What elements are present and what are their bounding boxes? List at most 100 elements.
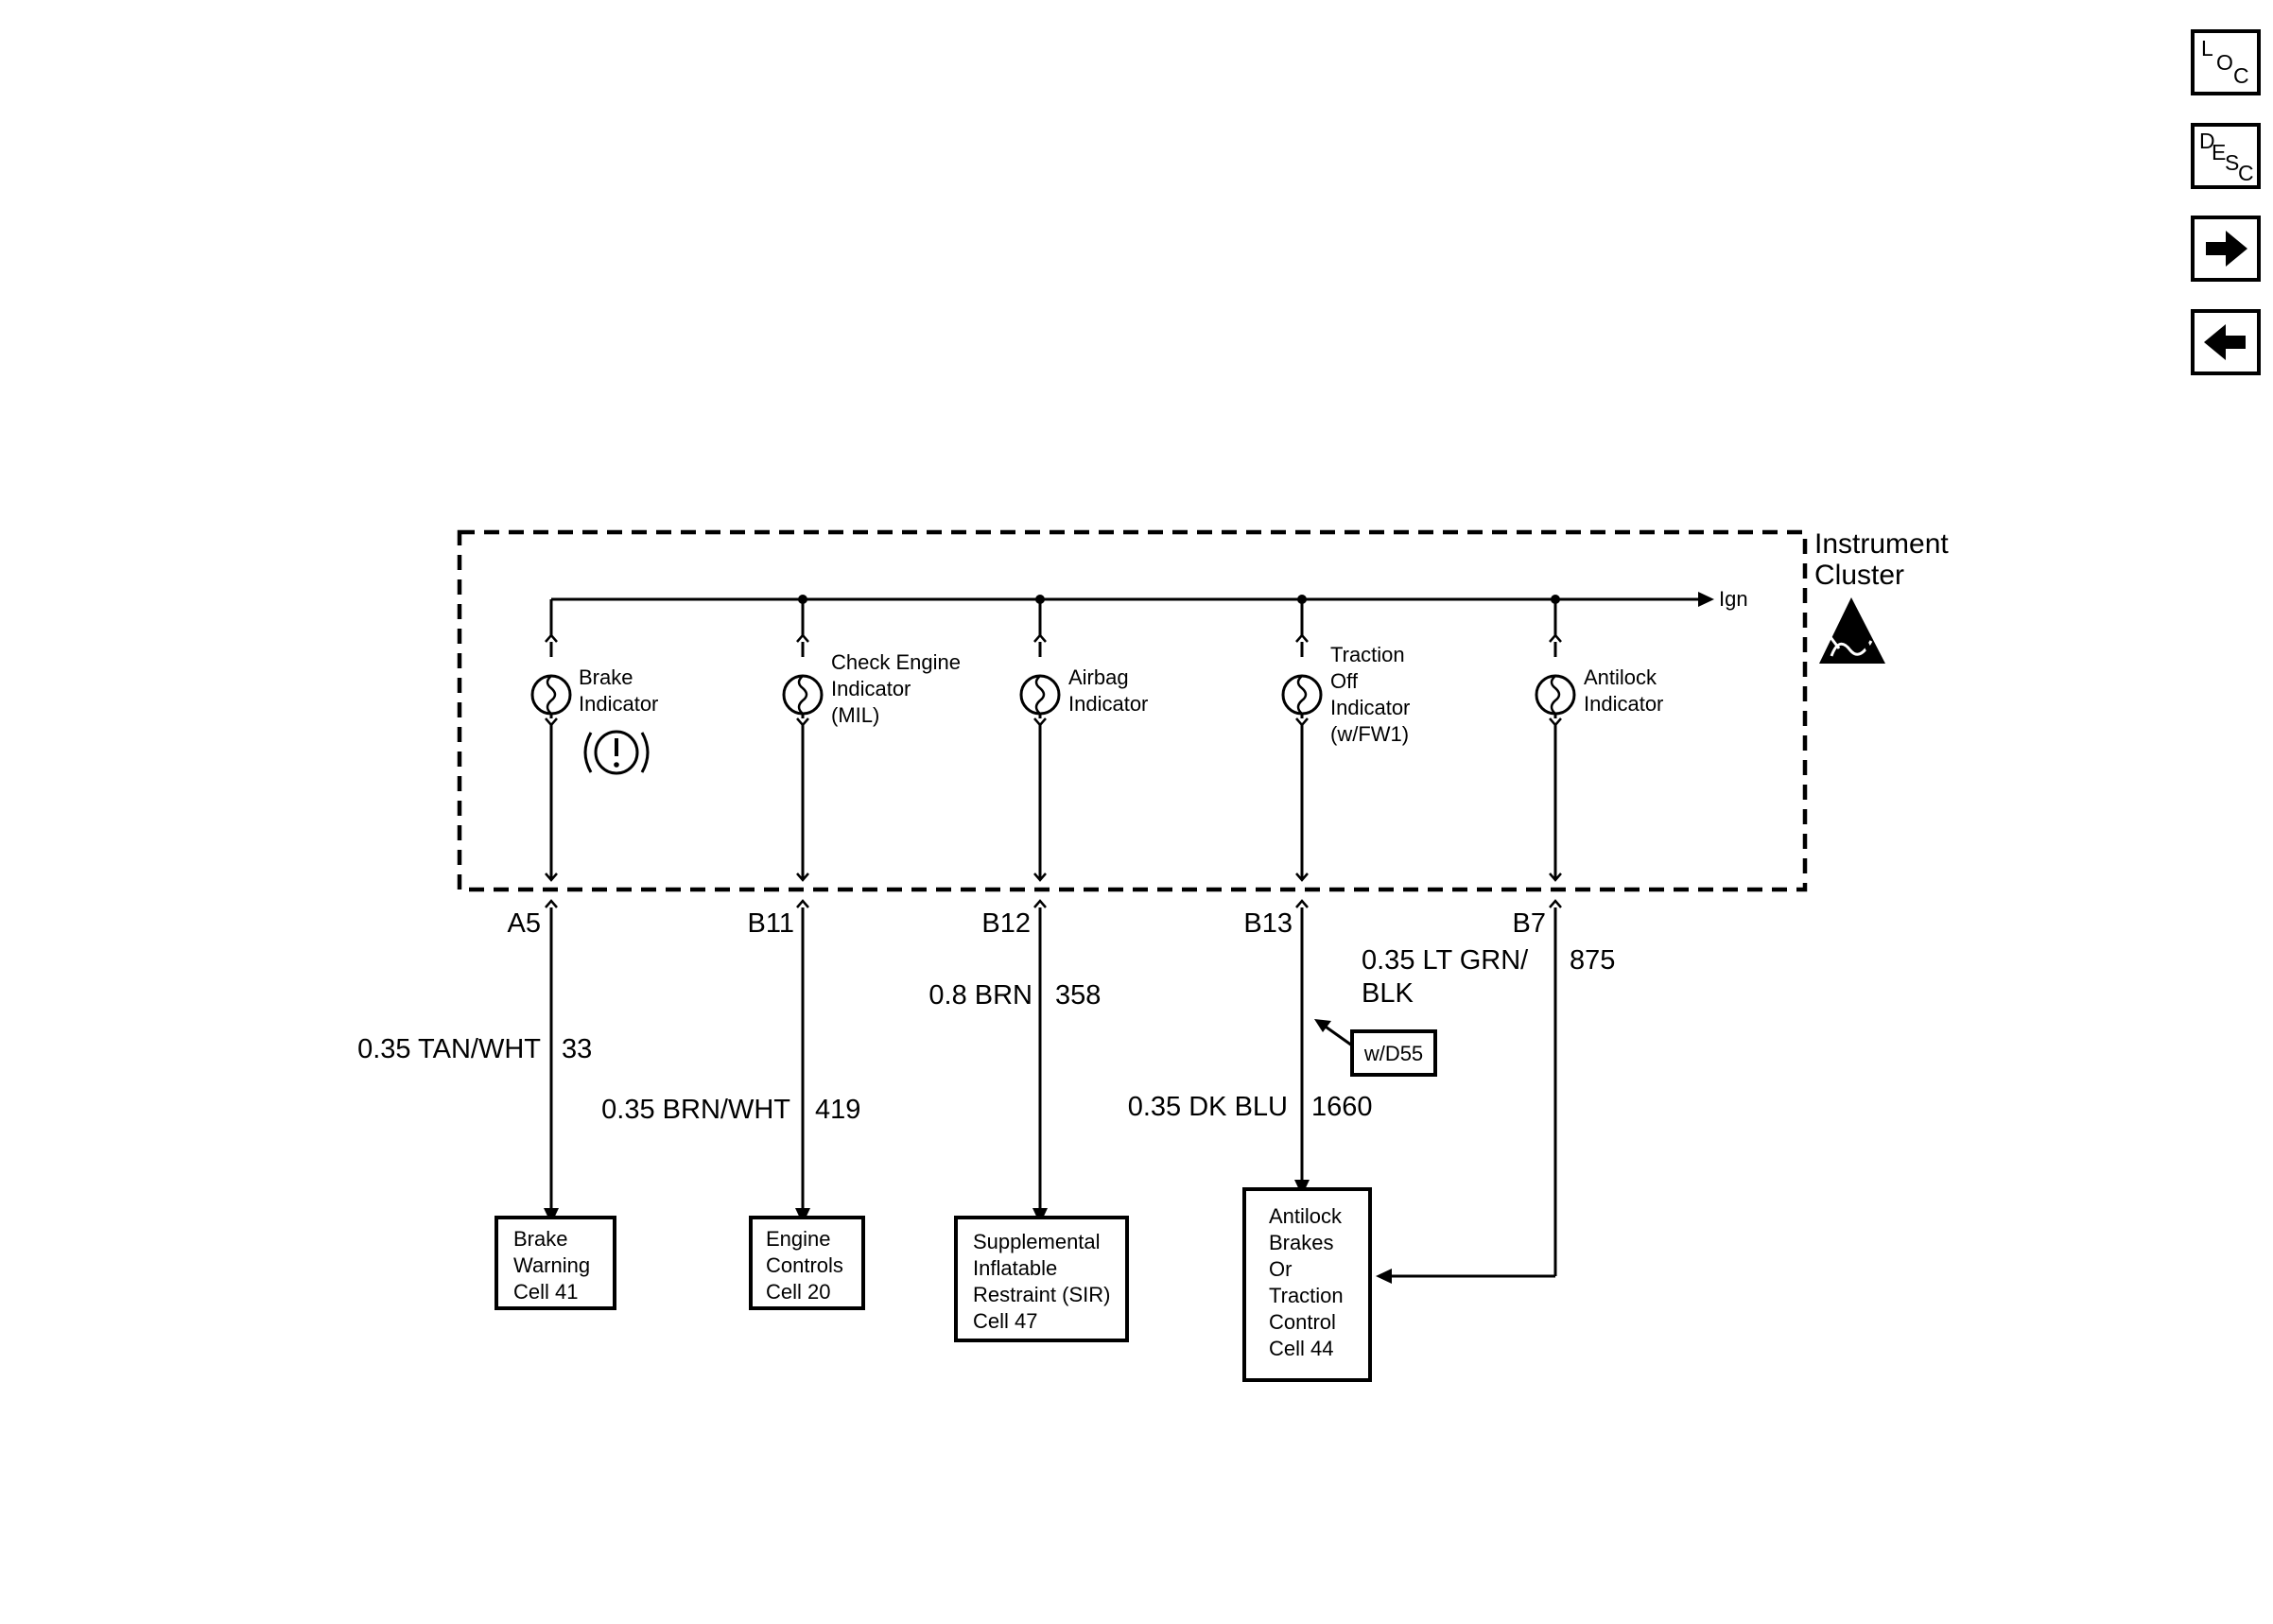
right-arrow-icon: [2206, 231, 2247, 267]
destination-text: Brakes: [1269, 1231, 1333, 1254]
destination-text: Cell 47: [973, 1309, 1037, 1333]
connector-chevron: [1295, 899, 1309, 908]
brake-warning-symbol: [583, 730, 650, 775]
destination-text: Control: [1269, 1310, 1336, 1334]
instrument-cluster-boundary: [457, 529, 1808, 892]
destination-text: Or: [1269, 1257, 1292, 1281]
desc-button[interactable]: D E S C: [2191, 123, 2261, 189]
connector-chevron: [796, 717, 809, 727]
option-tag-label: w/D55: [1363, 1042, 1423, 1065]
loc-letter-o: O: [2216, 50, 2233, 75]
destination-text: Antilock: [1269, 1204, 1343, 1228]
wire-358-size-color: 0.8 BRN: [928, 980, 1032, 1011]
indicator-bulb-icon: [782, 674, 824, 716]
wire-419-circuit: 419: [815, 1095, 860, 1125]
wire-1660-size-color: 0.35 DK BLU: [1128, 1092, 1288, 1122]
cluster-title-line1: Instrument: [1814, 528, 1949, 560]
wire-33-circuit: 33: [562, 1034, 592, 1064]
connector-chevron: [1549, 633, 1562, 643]
loc-letter-l: L: [2201, 36, 2213, 60]
indicator-label: Check Engine: [831, 650, 961, 674]
destination-text: Restraint (SIR): [973, 1283, 1110, 1306]
connector-chevron: [796, 872, 809, 882]
connector-chevron: [1549, 872, 1562, 882]
indicator-label: Airbag: [1068, 665, 1129, 689]
connector-chevron: [1295, 633, 1309, 643]
pin-b12: B12: [981, 908, 1031, 939]
wire-875-size-color-line2: BLK: [1362, 978, 1414, 1009]
connector-chevron: [1295, 717, 1309, 727]
connector-chevron: [796, 633, 809, 643]
destination-engine-controls: Engine Controls Cell 20: [749, 1216, 865, 1310]
connector-chevron: [1033, 899, 1047, 908]
destination-text: Controls: [766, 1253, 843, 1277]
indicator-label: (MIL): [831, 703, 879, 727]
back-page-button[interactable]: [2191, 309, 2261, 375]
indicator-label: Indicator: [579, 692, 658, 716]
connector-chevron: [545, 899, 558, 908]
connector-chevron: [1295, 872, 1309, 882]
wire-419-size-color: 0.35 BRN/WHT: [601, 1095, 790, 1125]
connector-chevron: [1549, 899, 1562, 908]
indicator-label: Brake: [579, 665, 633, 689]
pin-a5: A5: [508, 908, 541, 939]
connector-chevron: [1033, 633, 1047, 643]
ign-label: Ign: [1719, 587, 1748, 611]
destination-sir: Supplemental Inflatable Restraint (SIR) …: [954, 1216, 1129, 1342]
desc-letter-c: C: [2238, 161, 2254, 185]
destination-text: Warning: [513, 1253, 590, 1277]
indicator-bulb-icon: [1281, 674, 1323, 716]
indicator-label: Traction: [1330, 643, 1405, 666]
connector-chevron: [545, 717, 558, 727]
left-arrow-icon: [2204, 324, 2246, 360]
indicator-label: Antilock: [1584, 665, 1657, 689]
desc-letter-e: E: [2212, 140, 2227, 164]
indicator-bulb-icon: [1535, 674, 1576, 716]
indicator-label: Indicator: [1068, 692, 1148, 716]
destination-text: Inflatable: [973, 1256, 1057, 1280]
wire-875-arrow: [1376, 1269, 1392, 1284]
next-page-button[interactable]: [2191, 216, 2261, 282]
indicator-label: Off: [1330, 669, 1359, 693]
destination-text: Cell 20: [766, 1280, 830, 1304]
pin-b11: B11: [748, 908, 794, 939]
connector-chevron: [545, 633, 558, 643]
cluster-title-line2: Cluster: [1814, 560, 1904, 591]
connector-chevron: [796, 899, 809, 908]
indicator-label: Indicator: [831, 677, 911, 700]
ign-arrow: [1698, 592, 1714, 607]
wire-33-size-color: 0.35 TAN/WHT: [357, 1034, 541, 1064]
loc-letter-c: C: [2233, 63, 2249, 88]
destination-text: Traction: [1269, 1284, 1344, 1307]
wire-875-size-color-line1: 0.35 LT GRN/: [1362, 945, 1529, 976]
connector-chevron: [545, 872, 558, 882]
esd-warning-icon: [1819, 597, 1885, 664]
connector-chevron: [1549, 717, 1562, 727]
desc-letter-d: D: [2199, 129, 2215, 153]
indicator-label: Indicator: [1330, 696, 1410, 719]
destination-brake-warning: Brake Warning Cell 41: [495, 1216, 616, 1310]
destination-text: Cell 44: [1269, 1337, 1333, 1360]
connector-chevron: [1033, 872, 1047, 882]
destination-text: Supplemental: [973, 1230, 1101, 1253]
indicator-bulb-icon: [1019, 674, 1061, 716]
desc-letter-s: S: [2225, 150, 2240, 175]
destination-text: Cell 41: [513, 1280, 578, 1304]
pin-b7: B7: [1513, 908, 1546, 939]
wire-358-circuit: 358: [1055, 980, 1101, 1011]
connector-chevron: [1033, 717, 1047, 727]
loc-button[interactable]: L O C: [2191, 29, 2261, 95]
indicator-label: Indicator: [1584, 692, 1663, 716]
indicator-label: (w/FW1): [1330, 722, 1409, 746]
destination-text: Engine: [766, 1227, 831, 1251]
destination-antilock-traction: Antilock Brakes Or Traction Control Cell…: [1242, 1187, 1372, 1382]
wire-875-circuit: 875: [1570, 945, 1615, 976]
wire-1660-circuit: 1660: [1311, 1092, 1373, 1122]
indicator-bulb-icon: [530, 674, 572, 716]
